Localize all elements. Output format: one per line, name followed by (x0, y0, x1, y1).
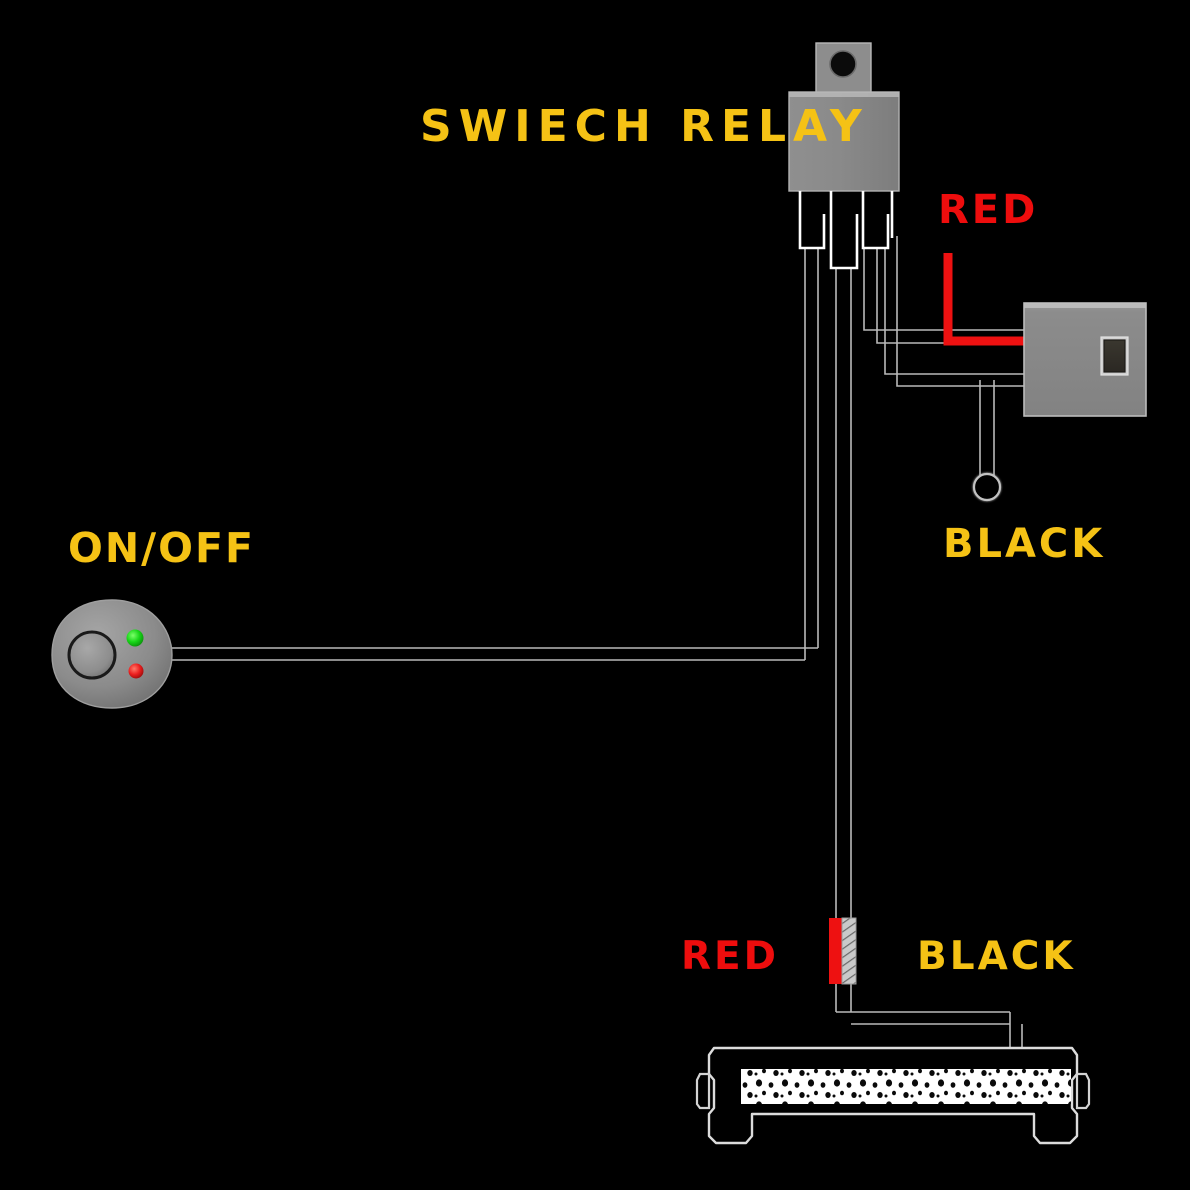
green-led-icon (126, 629, 144, 647)
label-black-bottom: BLACK (917, 934, 1076, 979)
rocker-switch-box[interactable] (1023, 302, 1147, 417)
relay-mounting-hole (829, 50, 857, 78)
relay-terminal-2 (829, 191, 859, 270)
on-off-push-button[interactable] (67, 630, 117, 680)
relay-body-highlight (789, 92, 899, 97)
relay-terminals (798, 191, 894, 270)
wire-relay-pin4-to-box-b (896, 236, 1024, 387)
switch-box-top-highlight (1024, 303, 1146, 308)
wire-group (170, 236, 1024, 1060)
red-wire (943, 253, 1026, 346)
red-wire-path (943, 253, 1026, 346)
label-black-right: BLACK (943, 521, 1106, 567)
relay-terminal-1 (798, 191, 826, 250)
led-light-bar[interactable] (695, 1046, 1091, 1145)
label-red-bottom: RED (681, 934, 780, 979)
label-red-top: RED (938, 187, 1039, 233)
wire-relay-pin4-to-box (884, 236, 1024, 375)
ring-terminal-icon (972, 472, 1002, 502)
light-bar-led-strip (741, 1069, 1071, 1104)
on-off-switch[interactable] (51, 599, 173, 709)
wire-relay-pin3-to-box (863, 236, 1024, 331)
relay-body (788, 91, 900, 192)
light-bar-bracket-left (695, 1072, 711, 1110)
relay-terminal-3 (861, 191, 890, 250)
inline-connector (829, 917, 857, 985)
label-switch-relay: SWIECH RELAY (420, 101, 869, 152)
red-led-icon (128, 663, 144, 679)
label-on-off: ON/OFF (68, 524, 256, 572)
switch-box-rocker[interactable] (1103, 339, 1126, 373)
connector-hatched-half (841, 917, 857, 985)
light-bar-bracket-right (1075, 1072, 1091, 1110)
connector-red-half (829, 918, 842, 984)
relay[interactable] (788, 42, 900, 270)
